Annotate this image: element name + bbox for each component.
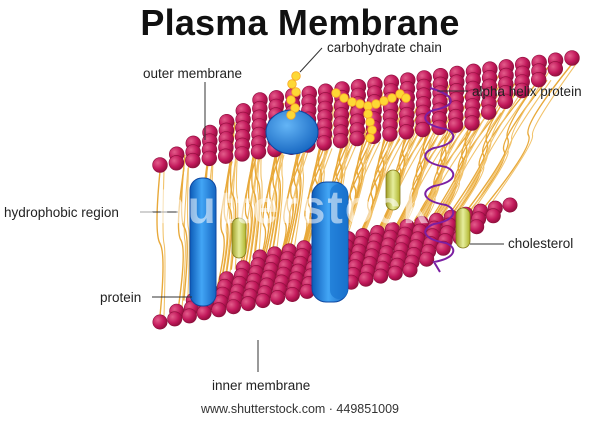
lipid-head bbox=[514, 82, 530, 99]
lipid-tail bbox=[383, 105, 451, 249]
lipid-head bbox=[402, 262, 418, 278]
lipid-head bbox=[270, 289, 286, 305]
lipid-head bbox=[168, 155, 185, 171]
lipid-head bbox=[211, 302, 227, 318]
label-outer-membrane: outer membrane bbox=[143, 66, 243, 81]
lipid-tail bbox=[176, 167, 185, 313]
lipid-tail bbox=[156, 170, 164, 317]
label-alpha-helix-protein: alpha helix protein bbox=[472, 84, 582, 99]
watermark: shutterstock bbox=[130, 181, 431, 233]
lipid-head bbox=[234, 146, 250, 162]
lipid-head bbox=[564, 50, 580, 66]
lipid-tail bbox=[484, 63, 573, 207]
carbohydrate-bead bbox=[286, 95, 296, 105]
carbohydrate-bead bbox=[290, 103, 300, 113]
carbohydrate-bead bbox=[379, 96, 389, 106]
carbohydrate-bead bbox=[365, 117, 375, 127]
lipid-head bbox=[201, 150, 218, 167]
lipid-tail bbox=[162, 170, 166, 317]
lipid-head bbox=[502, 197, 518, 213]
proteins bbox=[189, 71, 471, 307]
lipid-tail bbox=[180, 154, 188, 301]
carbohydrate-bead bbox=[286, 110, 296, 120]
lipid-head bbox=[398, 124, 414, 140]
carbohydrate-bead bbox=[291, 87, 301, 97]
cholesterol-left bbox=[231, 217, 247, 259]
lipid-head bbox=[481, 104, 497, 120]
lipid-head bbox=[469, 219, 485, 235]
lipid-tail bbox=[460, 79, 548, 223]
label-cholesterol: cholesterol bbox=[508, 236, 574, 251]
lipid-head bbox=[349, 130, 365, 147]
lipid-head bbox=[358, 271, 374, 287]
label-carbohydrate-chain: carbohydrate chain bbox=[327, 40, 442, 55]
lipid-head bbox=[316, 135, 332, 151]
carbohydrate-bead bbox=[355, 99, 365, 109]
lipid-head bbox=[185, 152, 201, 169]
lipid-head bbox=[196, 305, 212, 321]
carbohydrate-bead bbox=[291, 71, 301, 81]
carbohydrate-bead bbox=[367, 125, 377, 135]
lipid-tail bbox=[246, 131, 263, 278]
lipid-head bbox=[419, 251, 435, 267]
lipid-head bbox=[284, 286, 300, 302]
lipid-tail bbox=[224, 135, 235, 282]
lipid-tail bbox=[222, 148, 238, 294]
lipid-head bbox=[226, 299, 242, 315]
label-inner-membrane: inner membrane bbox=[212, 378, 311, 393]
leader-carbohydrate-chain bbox=[299, 47, 323, 73]
leader-lines bbox=[140, 47, 504, 372]
carbohydrate-bead bbox=[363, 109, 373, 119]
lipid-head bbox=[255, 293, 271, 309]
lipid-head bbox=[240, 296, 256, 312]
lipid-head bbox=[332, 133, 349, 149]
page-title: Plasma Membrane bbox=[140, 2, 460, 43]
lipid-head bbox=[547, 61, 563, 77]
transmembrane-protein-shade bbox=[330, 184, 348, 299]
carbohydrate-bead bbox=[371, 99, 381, 109]
carbohydrate-bead bbox=[339, 93, 349, 103]
lipid-head bbox=[485, 208, 501, 224]
carbohydrate-bead bbox=[401, 93, 411, 103]
lipid-head bbox=[530, 71, 547, 88]
lipid-tail bbox=[488, 63, 577, 207]
label-protein: protein bbox=[100, 290, 142, 305]
lipid-tail bbox=[181, 167, 189, 313]
footer-credit: www.shutterstock.com · 449851009 bbox=[200, 402, 400, 416]
cholesterol-mid bbox=[385, 169, 401, 211]
lipid-tail bbox=[466, 66, 549, 211]
lipid-tail bbox=[470, 66, 553, 211]
alpha-helix-protein bbox=[424, 87, 455, 273]
lipid-head bbox=[497, 93, 513, 110]
lipid-head bbox=[250, 144, 267, 160]
carbohydrate-bead bbox=[363, 101, 373, 111]
lipid-tail bbox=[242, 131, 259, 278]
lipid-head bbox=[464, 115, 480, 131]
lipid-head bbox=[373, 268, 389, 284]
lipid-head bbox=[218, 148, 234, 164]
lipid-head bbox=[152, 314, 168, 330]
lipid-head bbox=[435, 240, 451, 256]
lipid-head bbox=[167, 311, 183, 327]
carbohydrate-bead bbox=[287, 79, 297, 89]
carbohydrate-bead bbox=[387, 93, 397, 103]
carbohydrate-bead bbox=[365, 133, 375, 143]
cholesterol-right bbox=[455, 207, 471, 249]
lipid-head bbox=[415, 121, 431, 138]
transmembrane-protein-left bbox=[189, 177, 217, 307]
carbohydrate-bead bbox=[347, 97, 357, 107]
lipid-head bbox=[152, 157, 168, 173]
lipid-head bbox=[382, 126, 398, 142]
label-hydrophobic-region: hydrophobic region bbox=[4, 205, 119, 220]
lipid-tail bbox=[186, 154, 190, 301]
lipid-tail bbox=[218, 148, 234, 294]
lipid-head bbox=[447, 117, 464, 133]
lipid-head bbox=[387, 265, 403, 281]
lipid-tail bbox=[417, 76, 481, 222]
lipid-head bbox=[181, 308, 197, 324]
carbohydrate-bead bbox=[331, 88, 341, 98]
